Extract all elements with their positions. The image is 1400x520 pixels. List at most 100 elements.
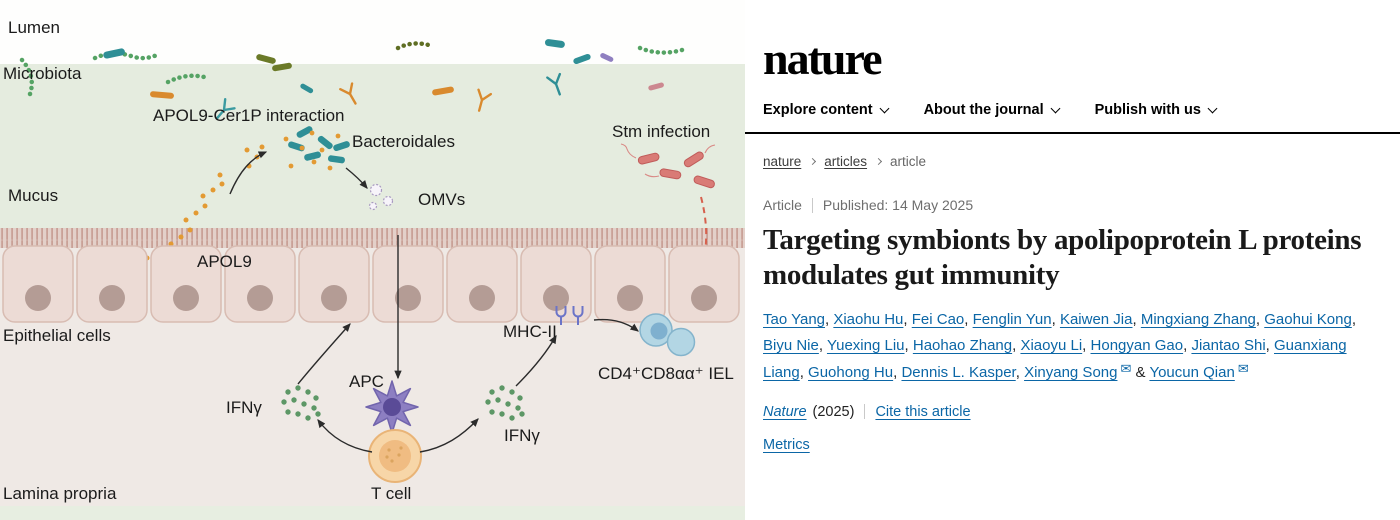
- envelope-icon[interactable]: [1235, 364, 1249, 381]
- author-separator: ,: [904, 337, 913, 355]
- journal-link[interactable]: Nature: [763, 403, 807, 420]
- published-date: Published: 14 May 2025: [822, 197, 974, 213]
- label-ifng-right: IFNγ: [504, 426, 540, 445]
- chevron-right-icon: [809, 157, 817, 166]
- envelope-icon[interactable]: [1117, 364, 1131, 381]
- iel-cell: [639, 313, 696, 357]
- author-link[interactable]: Haohao Zhang: [912, 337, 1013, 355]
- author-link[interactable]: Hongyan Gao: [1090, 337, 1184, 355]
- label-lamina-propria: Lamina propria: [3, 484, 117, 503]
- author-link[interactable]: Xiaoyu Li: [1020, 337, 1083, 355]
- label-mucus: Mucus: [8, 186, 59, 205]
- cell-nuclei: [25, 285, 717, 311]
- author-link[interactable]: Dennis L. Kasper: [901, 364, 1016, 382]
- author-list: Tao Yang, Xiaohu Hu, Fei Cao, Fenglin Yu…: [763, 307, 1376, 387]
- arrow-tcell-to-ifng-left: [317, 419, 373, 453]
- arrow-ifng-to-epithelium: [297, 323, 351, 385]
- breadcrumb: nature articles article: [763, 154, 1376, 169]
- author-link[interactable]: Biyu Nie: [763, 337, 819, 355]
- author: Guohong Hu,: [808, 364, 901, 381]
- cite-article-link[interactable]: Cite this article: [875, 403, 971, 420]
- nav-about-the-journal[interactable]: About the journal: [923, 102, 1061, 118]
- citation-year: (2025): [812, 403, 855, 420]
- author: Xiaoyu Li,: [1020, 337, 1090, 354]
- author-separator: ,: [825, 310, 834, 328]
- author-separator: ,: [1255, 310, 1265, 328]
- label-ifng-left: IFNγ: [226, 398, 262, 417]
- author-separator: ,: [1351, 310, 1356, 328]
- label-apol9: APOL9: [197, 252, 252, 271]
- nav-label: Publish with us: [1094, 102, 1201, 118]
- label-t-cell: T cell: [371, 484, 412, 503]
- author-link[interactable]: Guanxiang Liang: [763, 337, 1347, 382]
- author-separator: ,: [1265, 337, 1274, 355]
- author-separator: ,: [1183, 337, 1192, 355]
- author-separator: ,: [1132, 310, 1141, 328]
- label-lumen: Lumen: [8, 18, 60, 37]
- citation-row: Nature (2025) Cite this article: [763, 404, 1376, 420]
- epithelial-cell-row: [2, 245, 740, 323]
- author-separator: ,: [893, 364, 902, 382]
- author: Tao Yang,: [763, 311, 833, 328]
- author-link[interactable]: Fei Cao: [911, 310, 965, 328]
- author-link[interactable]: Xinyang Song: [1024, 364, 1118, 382]
- author: Youcun Qian: [1149, 364, 1248, 381]
- author: Haohao Zhang,: [913, 337, 1021, 354]
- author: Kaiwen Jia,: [1060, 311, 1141, 328]
- chevron-right-icon: [875, 157, 883, 166]
- author-separator: ,: [818, 337, 827, 355]
- author: Fei Cao,: [912, 311, 973, 328]
- ifn-gamma-dots-left: [281, 385, 321, 421]
- author-separator: ,: [1015, 364, 1025, 382]
- main-nav: Explore content About the journal Publis…: [763, 102, 1376, 118]
- author-link[interactable]: Youcun Qian: [1149, 364, 1235, 382]
- article-panel: nature Explore content About the journal…: [745, 0, 1400, 520]
- nature-logo[interactable]: nature: [763, 33, 883, 84]
- author: Guanxiang Liang,: [763, 337, 1347, 381]
- author-link[interactable]: Tao Yang: [763, 310, 825, 328]
- nav-publish-with-us[interactable]: Publish with us: [1094, 102, 1218, 118]
- figure-panel: Lumen Microbiota APOL9-Cer1P interaction…: [0, 18, 745, 520]
- author-separator: ,: [799, 364, 809, 382]
- gut-immunity-diagram: [0, 39, 745, 520]
- author-link[interactable]: Kaiwen Jia: [1059, 310, 1133, 328]
- mucus-zone: [0, 64, 745, 228]
- chevron-down-icon: [1050, 103, 1061, 113]
- label-apc: APC: [349, 372, 384, 391]
- microbiota-bacteria: [19, 39, 685, 120]
- author: Fenglin Yun,: [973, 311, 1060, 328]
- author-separator: &: [1131, 364, 1150, 382]
- breadcrumb-current: article: [890, 154, 927, 169]
- author-link[interactable]: Mingxiang Zhang: [1140, 310, 1256, 328]
- author-separator: ,: [903, 310, 912, 328]
- nav-label: About the journal: [923, 102, 1044, 118]
- author: Jiantao Shi,: [1191, 337, 1274, 354]
- author: Biyu Nie,: [763, 337, 827, 354]
- article-type: Article: [763, 197, 802, 213]
- author: Mingxiang Zhang,: [1141, 311, 1264, 328]
- label-stm-infection: Stm infection: [612, 122, 711, 141]
- bacteroidales-cluster: [283, 126, 350, 171]
- breadcrumb-nature[interactable]: nature: [763, 154, 802, 169]
- ifn-gamma-dots-right: [485, 385, 525, 421]
- label-iel: CD4⁺CD8αα⁺ IEL: [598, 364, 734, 383]
- label-bacteroidales: Bacteroidales: [352, 132, 456, 151]
- author-link[interactable]: Yuexing Liu: [826, 337, 905, 355]
- article-title: Targeting symbionts by apolipoprotein L …: [763, 224, 1362, 292]
- brush-border: [0, 228, 745, 248]
- author-link[interactable]: Fenglin Yun: [972, 310, 1052, 328]
- author-link[interactable]: Gaohui Kong: [1264, 310, 1352, 328]
- author-link[interactable]: Guohong Hu: [808, 364, 894, 382]
- apc-cell: [365, 380, 419, 434]
- arrow-ifng-to-mhc2: [515, 334, 557, 387]
- author-link[interactable]: Jiantao Shi: [1191, 337, 1266, 355]
- author-separator: ,: [1082, 337, 1091, 355]
- mhc2-receptor-icons: [555, 306, 584, 325]
- nav-explore-content[interactable]: Explore content: [763, 102, 890, 118]
- metrics-link[interactable]: Metrics: [763, 436, 810, 453]
- label-mhc2: MHC-II: [503, 322, 557, 341]
- author-separator: ,: [964, 310, 973, 328]
- label-omvs: OMVs: [418, 190, 466, 209]
- author-link[interactable]: Xiaohu Hu: [833, 310, 904, 328]
- breadcrumb-articles[interactable]: articles: [824, 154, 868, 169]
